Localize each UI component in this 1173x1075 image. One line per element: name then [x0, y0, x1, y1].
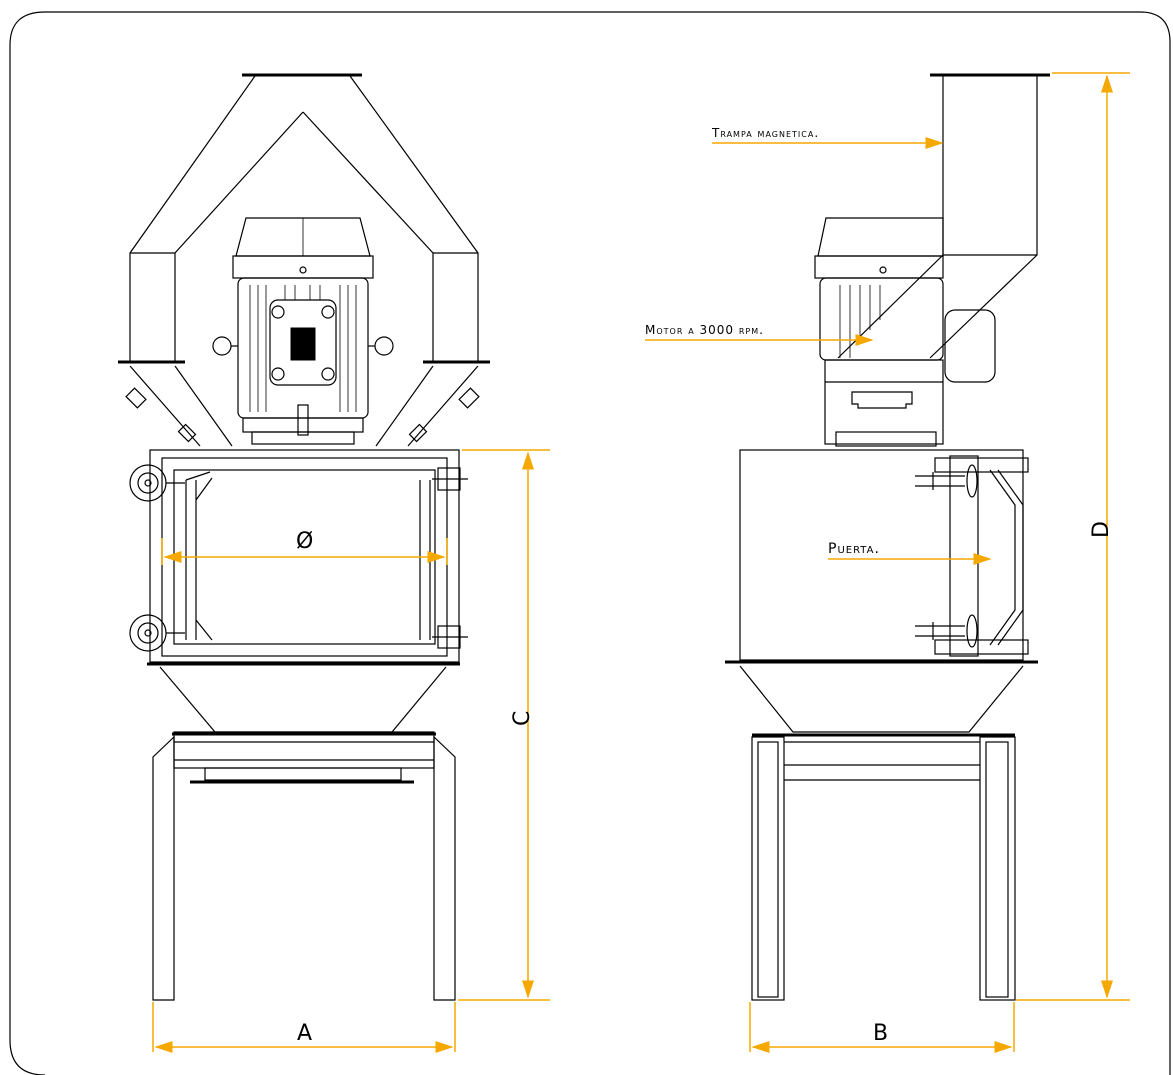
- drawing-frame: [9, 11, 1171, 1075]
- diameter-label: Ø: [296, 529, 313, 554]
- side-view: [725, 73, 1050, 1001]
- handwheel-icon: [129, 464, 185, 652]
- door-label: Puerta.: [828, 541, 880, 557]
- magnetic-trap-label: Trampa magnetica.: [711, 126, 819, 140]
- dimension-c-label: C: [510, 711, 535, 726]
- dimension-lines: [152, 72, 1130, 1053]
- motor-label: Motor a 3000 rpm.: [645, 323, 764, 337]
- dimension-d-label: D: [1089, 521, 1114, 538]
- dimension-b-label: B: [873, 1021, 888, 1046]
- dimension-a-label: A: [297, 1021, 312, 1046]
- front-view: [118, 73, 490, 1001]
